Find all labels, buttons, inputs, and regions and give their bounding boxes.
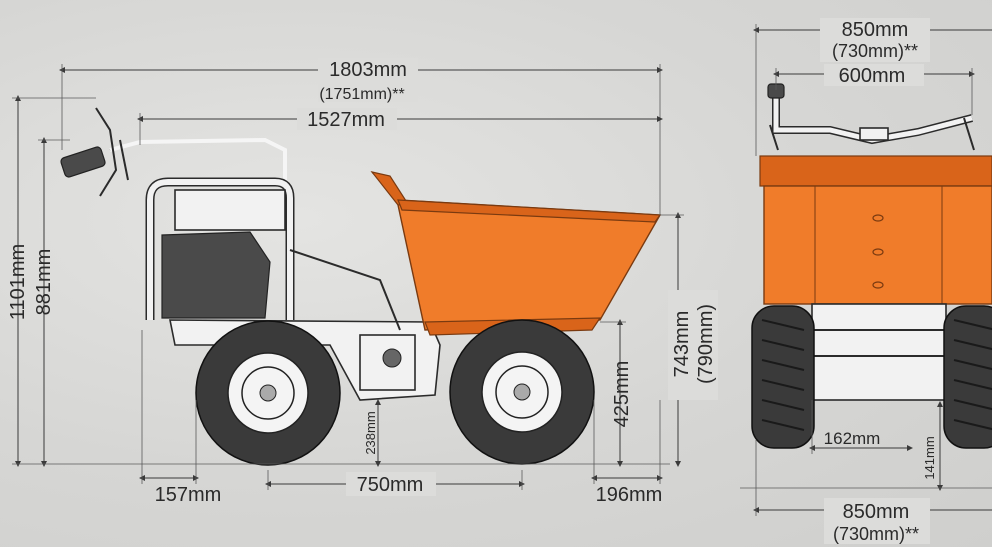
overall-length-alt-label: (1751mm)** xyxy=(319,86,404,103)
skip-height-alt-label: (790mm) xyxy=(695,304,717,384)
skip-height-label: 743mm xyxy=(671,311,693,378)
rear-wheel xyxy=(195,320,341,466)
handle-length-label: 1527mm xyxy=(307,109,385,131)
axle-to-lip-label: 425mm xyxy=(611,361,633,428)
overall-height-label: 1101mm xyxy=(7,244,29,320)
bottom-width-alt-label: (730mm)** xyxy=(833,524,919,544)
top-width-alt-label: (730mm)** xyxy=(832,41,918,61)
skip-bucket xyxy=(371,171,662,331)
handle-height-label: 881mm xyxy=(33,249,55,316)
skip-front xyxy=(763,185,992,305)
wheelbase-label: 750mm xyxy=(357,474,424,496)
left-tyre xyxy=(751,305,815,449)
front-view-machine xyxy=(751,83,992,449)
front-wheel xyxy=(449,319,595,465)
tyre-width-label: 162mm xyxy=(824,429,881,448)
front-overhang-label: 196mm xyxy=(596,484,663,506)
side-view-dimensions: 1803mm (1751mm)** 1527mm 1101mm 881mm 15… xyxy=(7,58,718,506)
engine-cover xyxy=(161,231,271,319)
rear-overhang-label: 157mm xyxy=(155,484,222,506)
handle-width-label: 600mm xyxy=(839,65,906,87)
handle-grip-icon xyxy=(60,146,106,178)
front-view-dimensions: 850mm (730mm)** 600mm 162mm 141mm 850mm … xyxy=(740,18,992,544)
clearance-label: 141mm xyxy=(922,436,937,479)
skip-front-lip xyxy=(759,155,992,187)
top-width-label: 850mm xyxy=(842,19,909,41)
overall-length-label: 1803mm xyxy=(329,59,407,81)
ground-clearance-label: 238mm xyxy=(363,411,378,454)
bottom-width-label: 850mm xyxy=(843,501,910,523)
side-view-machine xyxy=(60,107,662,466)
